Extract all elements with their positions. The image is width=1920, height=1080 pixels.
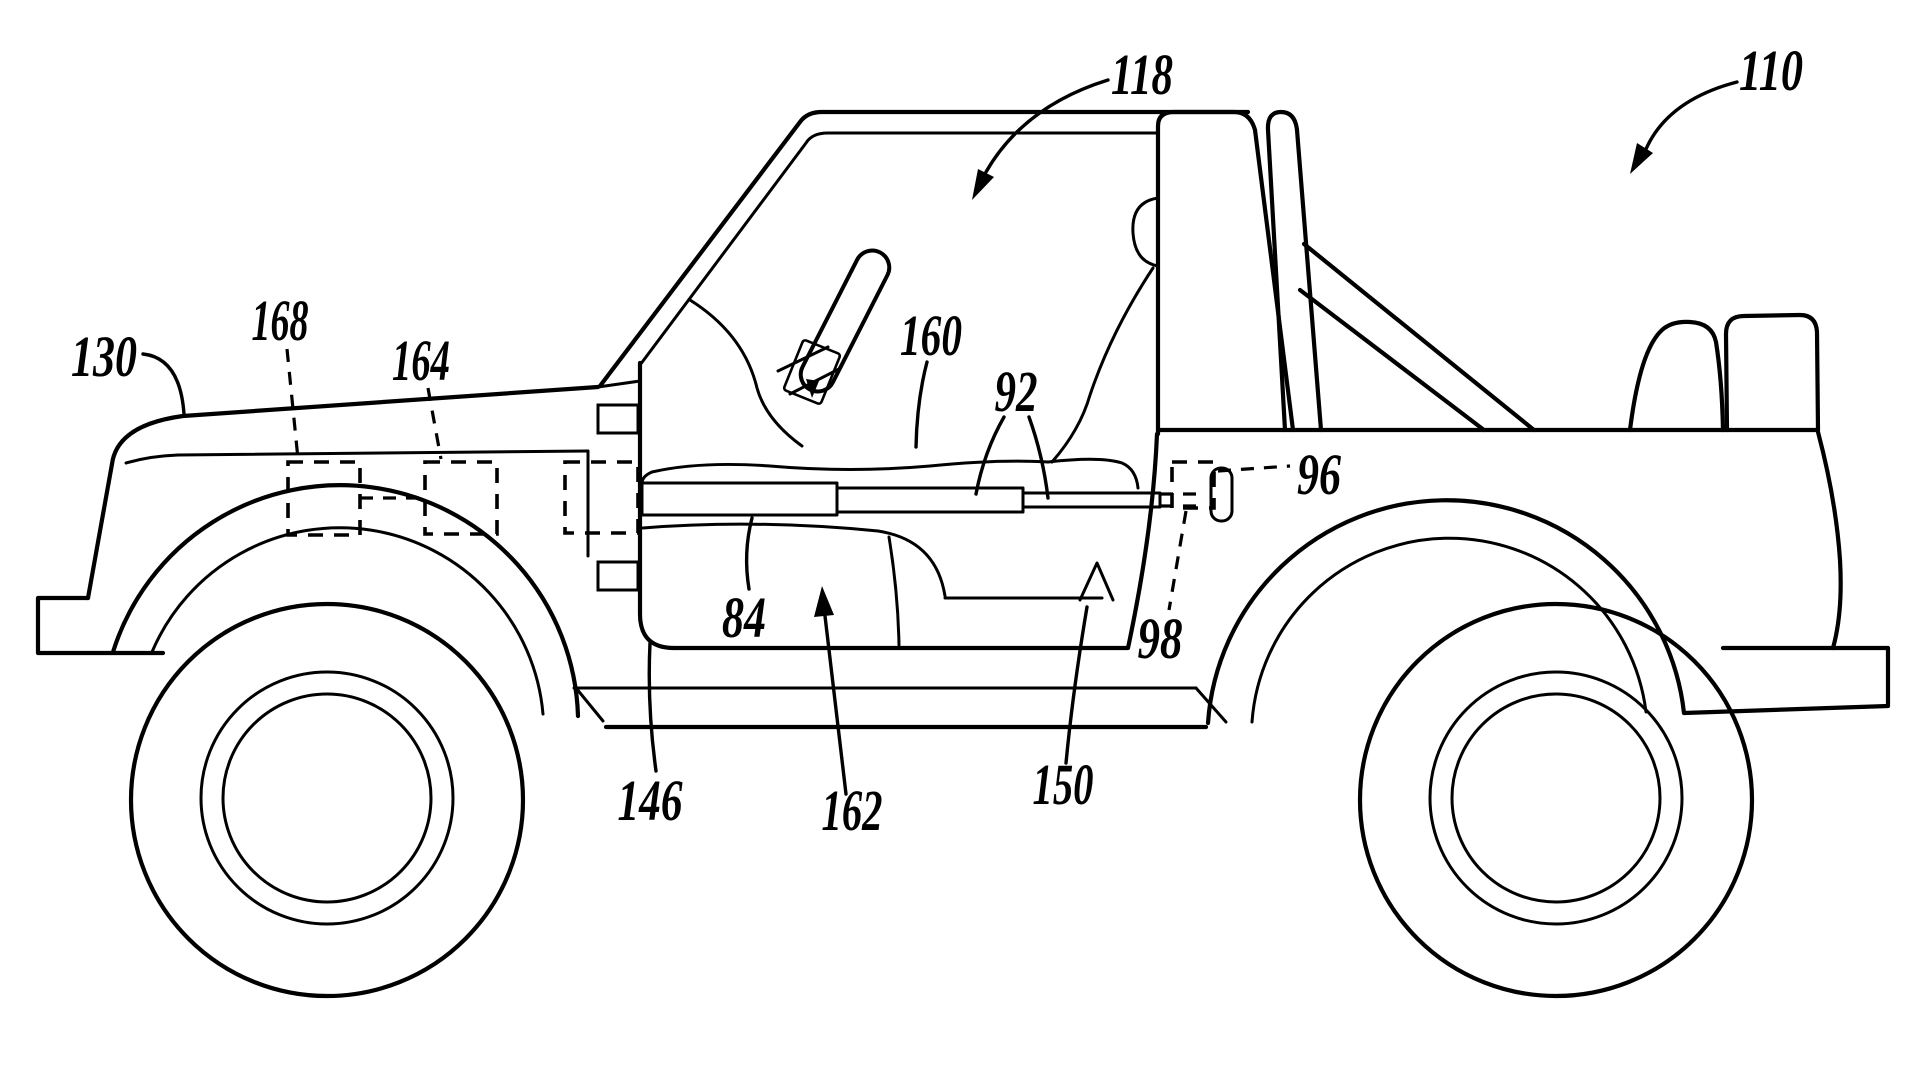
leader-160 (914, 360, 929, 449)
slider-tube-section (1021, 491, 1162, 509)
seat-back-outline (1155, 109, 1296, 437)
ref-label-96: 96 (1297, 442, 1341, 507)
leader-162-arrowhead (814, 586, 834, 617)
ref-label-118: 118 (1111, 42, 1173, 107)
leader-110-shaft (1644, 80, 1739, 151)
belt-anchor-shape (1078, 561, 1115, 602)
leader-164 (426, 387, 443, 460)
rear-body-edge (1815, 429, 1843, 651)
windshield-frame (597, 109, 1251, 389)
leader-92-right (1027, 415, 1050, 500)
rear-wheel (1357, 601, 1755, 999)
leader-96 (1217, 464, 1291, 473)
leader-146 (647, 641, 658, 773)
leader-lines (141, 78, 1739, 796)
roll-bar (1265, 109, 1537, 433)
rear-wheel-arch-inner (1250, 536, 1648, 724)
ref-label-162: 162 (822, 778, 883, 843)
roll-bar-brace-upper (1301, 241, 1537, 433)
leader-162-shaft (823, 614, 848, 796)
leader-118-shaft (984, 78, 1110, 174)
door-hinges (596, 403, 640, 592)
front-tire (128, 601, 526, 999)
vehicle-body-outline (35, 312, 1891, 730)
front-wheel-arch-inner (150, 526, 545, 716)
seat-back-front-profile (1050, 266, 1155, 464)
rear-tire (1357, 601, 1755, 999)
seat-cushion-top (650, 457, 1140, 490)
front-rim-inner (221, 692, 433, 904)
reference-numerals: 110 118 130 168 164 160 92 96 98 84 146 … (71, 38, 1803, 843)
seat-slider-assembly (640, 466, 1234, 523)
ref-label-84: 84 (722, 585, 766, 650)
leader-150 (1064, 605, 1089, 765)
windshield-outer-line (597, 109, 1251, 389)
upper-hinge (596, 403, 640, 435)
steering-column-upper (776, 345, 830, 373)
mount-box-4 (1170, 460, 1216, 510)
column-bracket (782, 339, 842, 405)
windshield-inner-line (638, 131, 1160, 367)
dashboard-curve (688, 298, 804, 448)
roll-bar-brace-lower (1297, 287, 1487, 433)
ref-label-92: 92 (995, 359, 1038, 424)
leader-92-left (974, 415, 1006, 496)
leader-130 (141, 352, 186, 416)
cowl-link-line (596, 379, 642, 389)
rear-rim-outer (1428, 670, 1684, 926)
roll-bar-hoop (1265, 109, 1324, 433)
rear-bumper (1681, 645, 1891, 716)
ref-label-98: 98 (1138, 606, 1183, 671)
interior-details (641, 248, 1115, 647)
rear-wheel-arch-outer (1205, 498, 1687, 726)
ref-label-110: 110 (1739, 38, 1803, 103)
seat-pedestal-edge (887, 535, 901, 647)
rear-panel-headrest (1723, 312, 1821, 433)
floor-line (641, 522, 947, 598)
seat-headrest-bump (1131, 196, 1160, 268)
leader-168 (285, 348, 300, 460)
front-wheel-arch-outer (110, 483, 581, 719)
ref-label-130: 130 (71, 324, 137, 389)
ref-label-168: 168 (252, 288, 309, 353)
ref-label-146: 146 (618, 768, 683, 833)
hood-top-line (109, 384, 601, 467)
rear-hump-headrest (1627, 319, 1726, 433)
leader-84 (744, 516, 754, 591)
rocker-front-joint (574, 686, 605, 723)
lower-hinge (596, 560, 640, 592)
front-bumper (35, 595, 166, 656)
mount-box-2 (423, 460, 499, 536)
column-adjust-arrow (806, 379, 819, 398)
leader-118-arrowhead (972, 169, 994, 200)
front-wheel (128, 601, 526, 999)
ref-label-164: 164 (392, 328, 450, 393)
leader-98 (1167, 510, 1188, 611)
ref-label-160: 160 (900, 303, 962, 368)
door-opening (637, 360, 1160, 651)
front-face-line (85, 461, 115, 601)
ref-label-150: 150 (1033, 752, 1094, 817)
fender-crease-line (124, 449, 590, 465)
mount-location-boxes (286, 460, 1216, 537)
mount-box-3 (563, 460, 640, 535)
rear-rim-inner (1450, 692, 1662, 904)
slider-end-capsule (1209, 466, 1234, 523)
leader-110-arrowhead (1630, 143, 1653, 174)
front-rim-outer (199, 670, 455, 926)
